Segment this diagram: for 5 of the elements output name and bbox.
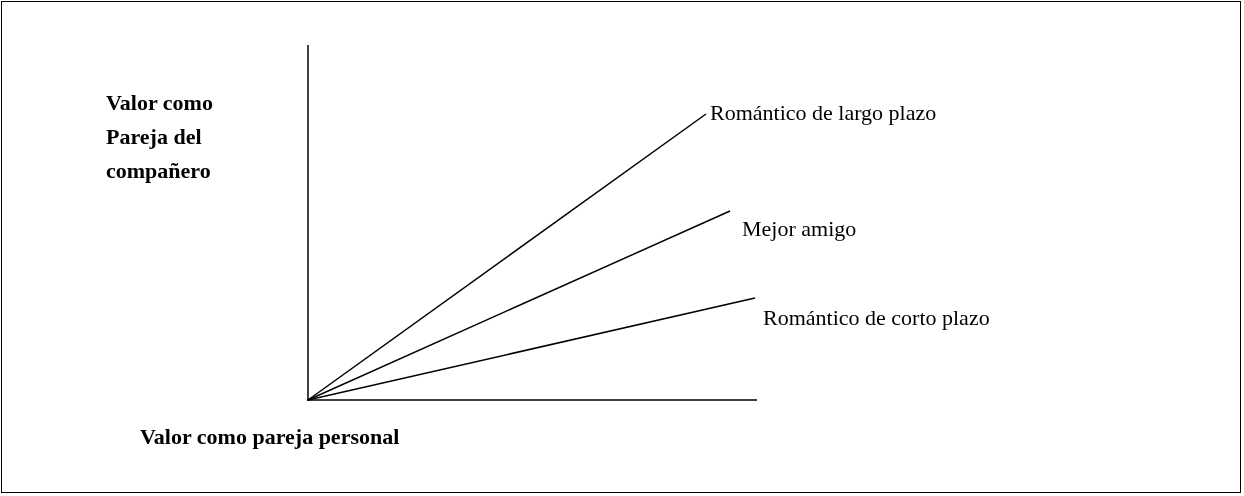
axis-label: Valor como pareja personal	[140, 423, 400, 451]
line-label: Romántico de largo plazo	[710, 99, 937, 127]
line-label: Romántico de corto plazo	[763, 304, 990, 332]
line-label: Mejor amigo	[742, 215, 857, 243]
axis-label: Valor como Pareja del compañero	[106, 89, 214, 186]
